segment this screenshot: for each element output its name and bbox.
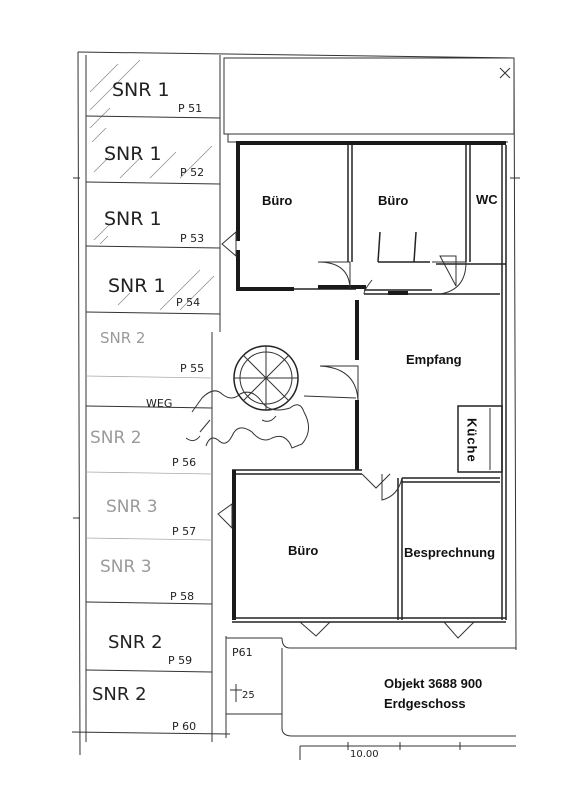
floor-title: Erdgeschoss	[384, 696, 466, 711]
dimension-label: 10.00	[350, 749, 379, 760]
object-title: Objekt 3688 900	[384, 676, 482, 691]
room-label-buero: Büro	[378, 193, 408, 208]
outer-frame	[71, 51, 520, 756]
parking-snr-label: SNR 2	[92, 684, 147, 705]
parking-snr-label: SNR 1	[104, 208, 162, 230]
parking-column	[85, 55, 221, 742]
room-label-empfang: Empfang	[406, 352, 462, 367]
weg-label: WEG	[146, 397, 172, 410]
room-label-buero: Büro	[288, 543, 318, 558]
room-labels: Büro Büro WC Empfang Büro Besprechnung K…	[262, 192, 498, 560]
parking-labels: SNR 1 P 51 SNR 1 P 52 SNR 1 P 53 SNR 1 P…	[90, 79, 204, 733]
parking-snr-label: SNR 1	[104, 143, 162, 165]
parking-number-label: P 55	[180, 362, 204, 375]
parking-p61-label: P61	[232, 646, 253, 659]
parking-number-label: P 51	[178, 102, 202, 115]
parking-snr-label: SNR 2	[108, 632, 163, 653]
room-label-wc: WC	[476, 192, 498, 207]
dimension-label: 25	[242, 690, 255, 701]
building-walls	[232, 141, 507, 623]
room-label-kueche: Küche	[465, 418, 480, 463]
parking-number-label: P 57	[172, 525, 196, 538]
parking-snr-label: SNR 3	[100, 557, 152, 577]
parking-number-label: P 59	[168, 654, 192, 667]
door-swings	[217, 230, 475, 639]
parking-snr-label: SNR 3	[106, 497, 158, 517]
parking-number-label: P 54	[176, 296, 200, 309]
parking-number-label: P 56	[172, 456, 196, 469]
title-block: Objekt 3688 900 Erdgeschoss	[384, 676, 482, 711]
parking-number-label: P 53	[180, 232, 204, 245]
weg-path-sketch	[185, 390, 309, 449]
room-label-besprechnung: Besprechnung	[404, 545, 495, 560]
room-label-buero: Büro	[262, 193, 292, 208]
parking-snr-label: SNR 2	[100, 329, 145, 347]
parking-snr-label: SNR 2	[90, 428, 142, 448]
parking-snr-label: SNR 1	[108, 275, 166, 297]
top-strip	[223, 57, 515, 143]
parking-number-label: P 58	[170, 590, 194, 603]
parking-number-label: P 52	[180, 166, 204, 179]
bottom-area	[225, 636, 516, 760]
parking-number-label: P 60	[172, 720, 196, 733]
parking-snr-label: SNR 1	[112, 79, 170, 101]
entrance-compass-symbol	[233, 345, 357, 411]
